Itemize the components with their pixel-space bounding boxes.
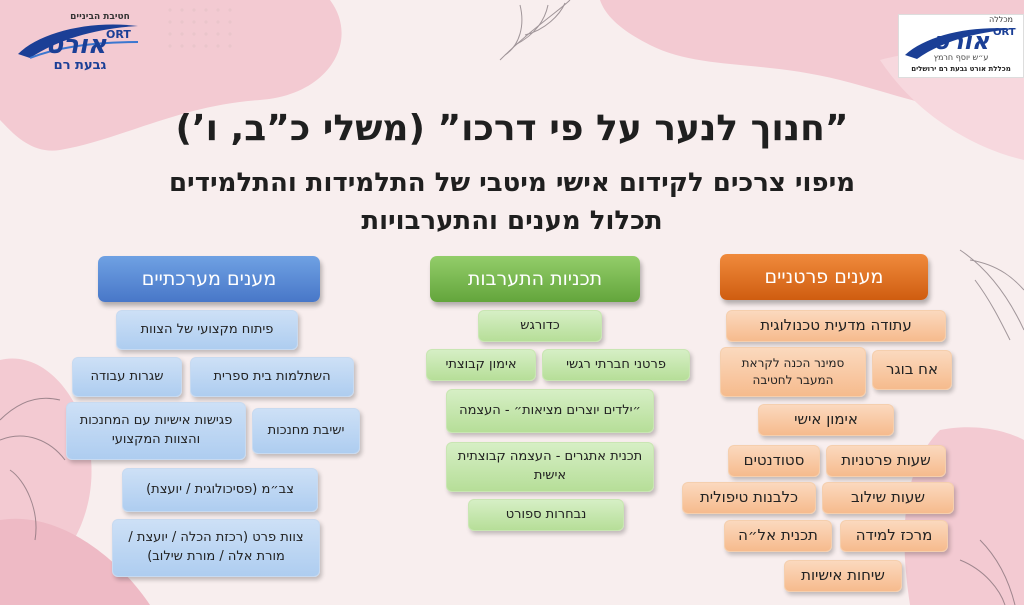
main-title: ”חנוך לנער על פי דרכו” (משלי כ”ב, ו’) xyxy=(175,108,849,149)
systemic-item: צוות פרט (רכזת הכלה / יועצת / מורת אלה /… xyxy=(112,519,320,577)
individual-item: שיחות אישיות xyxy=(784,560,902,592)
logo-left-brand: אורט xyxy=(45,30,107,60)
systemic-item: שגרות עבודה xyxy=(72,357,182,397)
individual-item: עתודה מדעית טכנולוגית xyxy=(726,310,946,342)
header-individual-responses: מענים פרטניים xyxy=(720,254,928,300)
logo-right-top-text: מכללה xyxy=(989,15,1013,24)
ort-logo-icon xyxy=(18,24,139,59)
intervention-item: אימון קבוצתי xyxy=(426,349,536,381)
ort-logo-icon xyxy=(905,28,1017,59)
logo-left-top-text: חטיבת הביניים xyxy=(70,12,130,22)
individual-item: שעות פרטניות xyxy=(826,445,946,477)
subtitle-mapping: מיפוי צרכים לקידום אישי מיטבי של התלמידו… xyxy=(168,168,856,198)
logo-left-brand-latin: ORT xyxy=(106,28,131,41)
intervention-item: פרטני חברתי רגשי xyxy=(542,349,690,381)
individual-item: כלבנות טיפולית xyxy=(682,482,816,514)
intervention-item: ״ילדים יוצרים מציאות״ - העצמה xyxy=(446,389,654,433)
intervention-item: נבחרות ספורט xyxy=(468,499,624,531)
individual-item: אח בוגר xyxy=(872,350,952,390)
header-systemic-responses: מענים מערכתיים xyxy=(98,256,320,302)
logo-right-bottom-text: מכללת אורט גבעת רם ירושלים xyxy=(911,65,1011,73)
systemic-item: השתלמות בית ספרית xyxy=(190,357,354,397)
systemic-item: צב״מ (פסיכולוגית / יועצת) xyxy=(122,468,318,512)
individual-item: מרכז למידה xyxy=(840,520,948,552)
systemic-item: פגישות אישיות עם המחנכות והצוות המקצועי xyxy=(66,402,246,460)
logo-right-brand-latin: ORT xyxy=(993,27,1016,38)
school-logo-left: חטיבת הביניים אורט ORT גבעת רם xyxy=(10,12,142,74)
individual-item: שעות שילוב xyxy=(822,482,954,514)
systemic-item: ישיבת מחנכות xyxy=(252,408,360,454)
intervention-item: כדורגש xyxy=(478,310,602,342)
individual-item: סטודנטים xyxy=(728,445,820,477)
individual-item: סמינר הכנה לקראת המעבר לחטיבה xyxy=(720,347,866,397)
college-logo-right: מכללה אורט ORT ע״ש יוסף חרמץ מכללת אורט … xyxy=(898,14,1024,78)
systemic-item: פיתוח מקצועי של הצוות xyxy=(116,310,298,350)
individual-item: תכנית אל״ה xyxy=(724,520,832,552)
header-intervention-programs: תכניות התערבות xyxy=(430,256,640,302)
intervention-item: תכנית אתגרים - העצמה קבוצתית אישית xyxy=(446,442,654,492)
logo-right-brand: אורט xyxy=(932,27,990,55)
subtitle-integration: תכלול מענים והתערבויות xyxy=(361,206,663,236)
logo-left-bottom-text: גבעת רם xyxy=(53,58,107,73)
logo-right-middle-text: ע״ש יוסף חרמץ xyxy=(933,53,989,62)
individual-item: אימון אישי xyxy=(758,404,894,436)
